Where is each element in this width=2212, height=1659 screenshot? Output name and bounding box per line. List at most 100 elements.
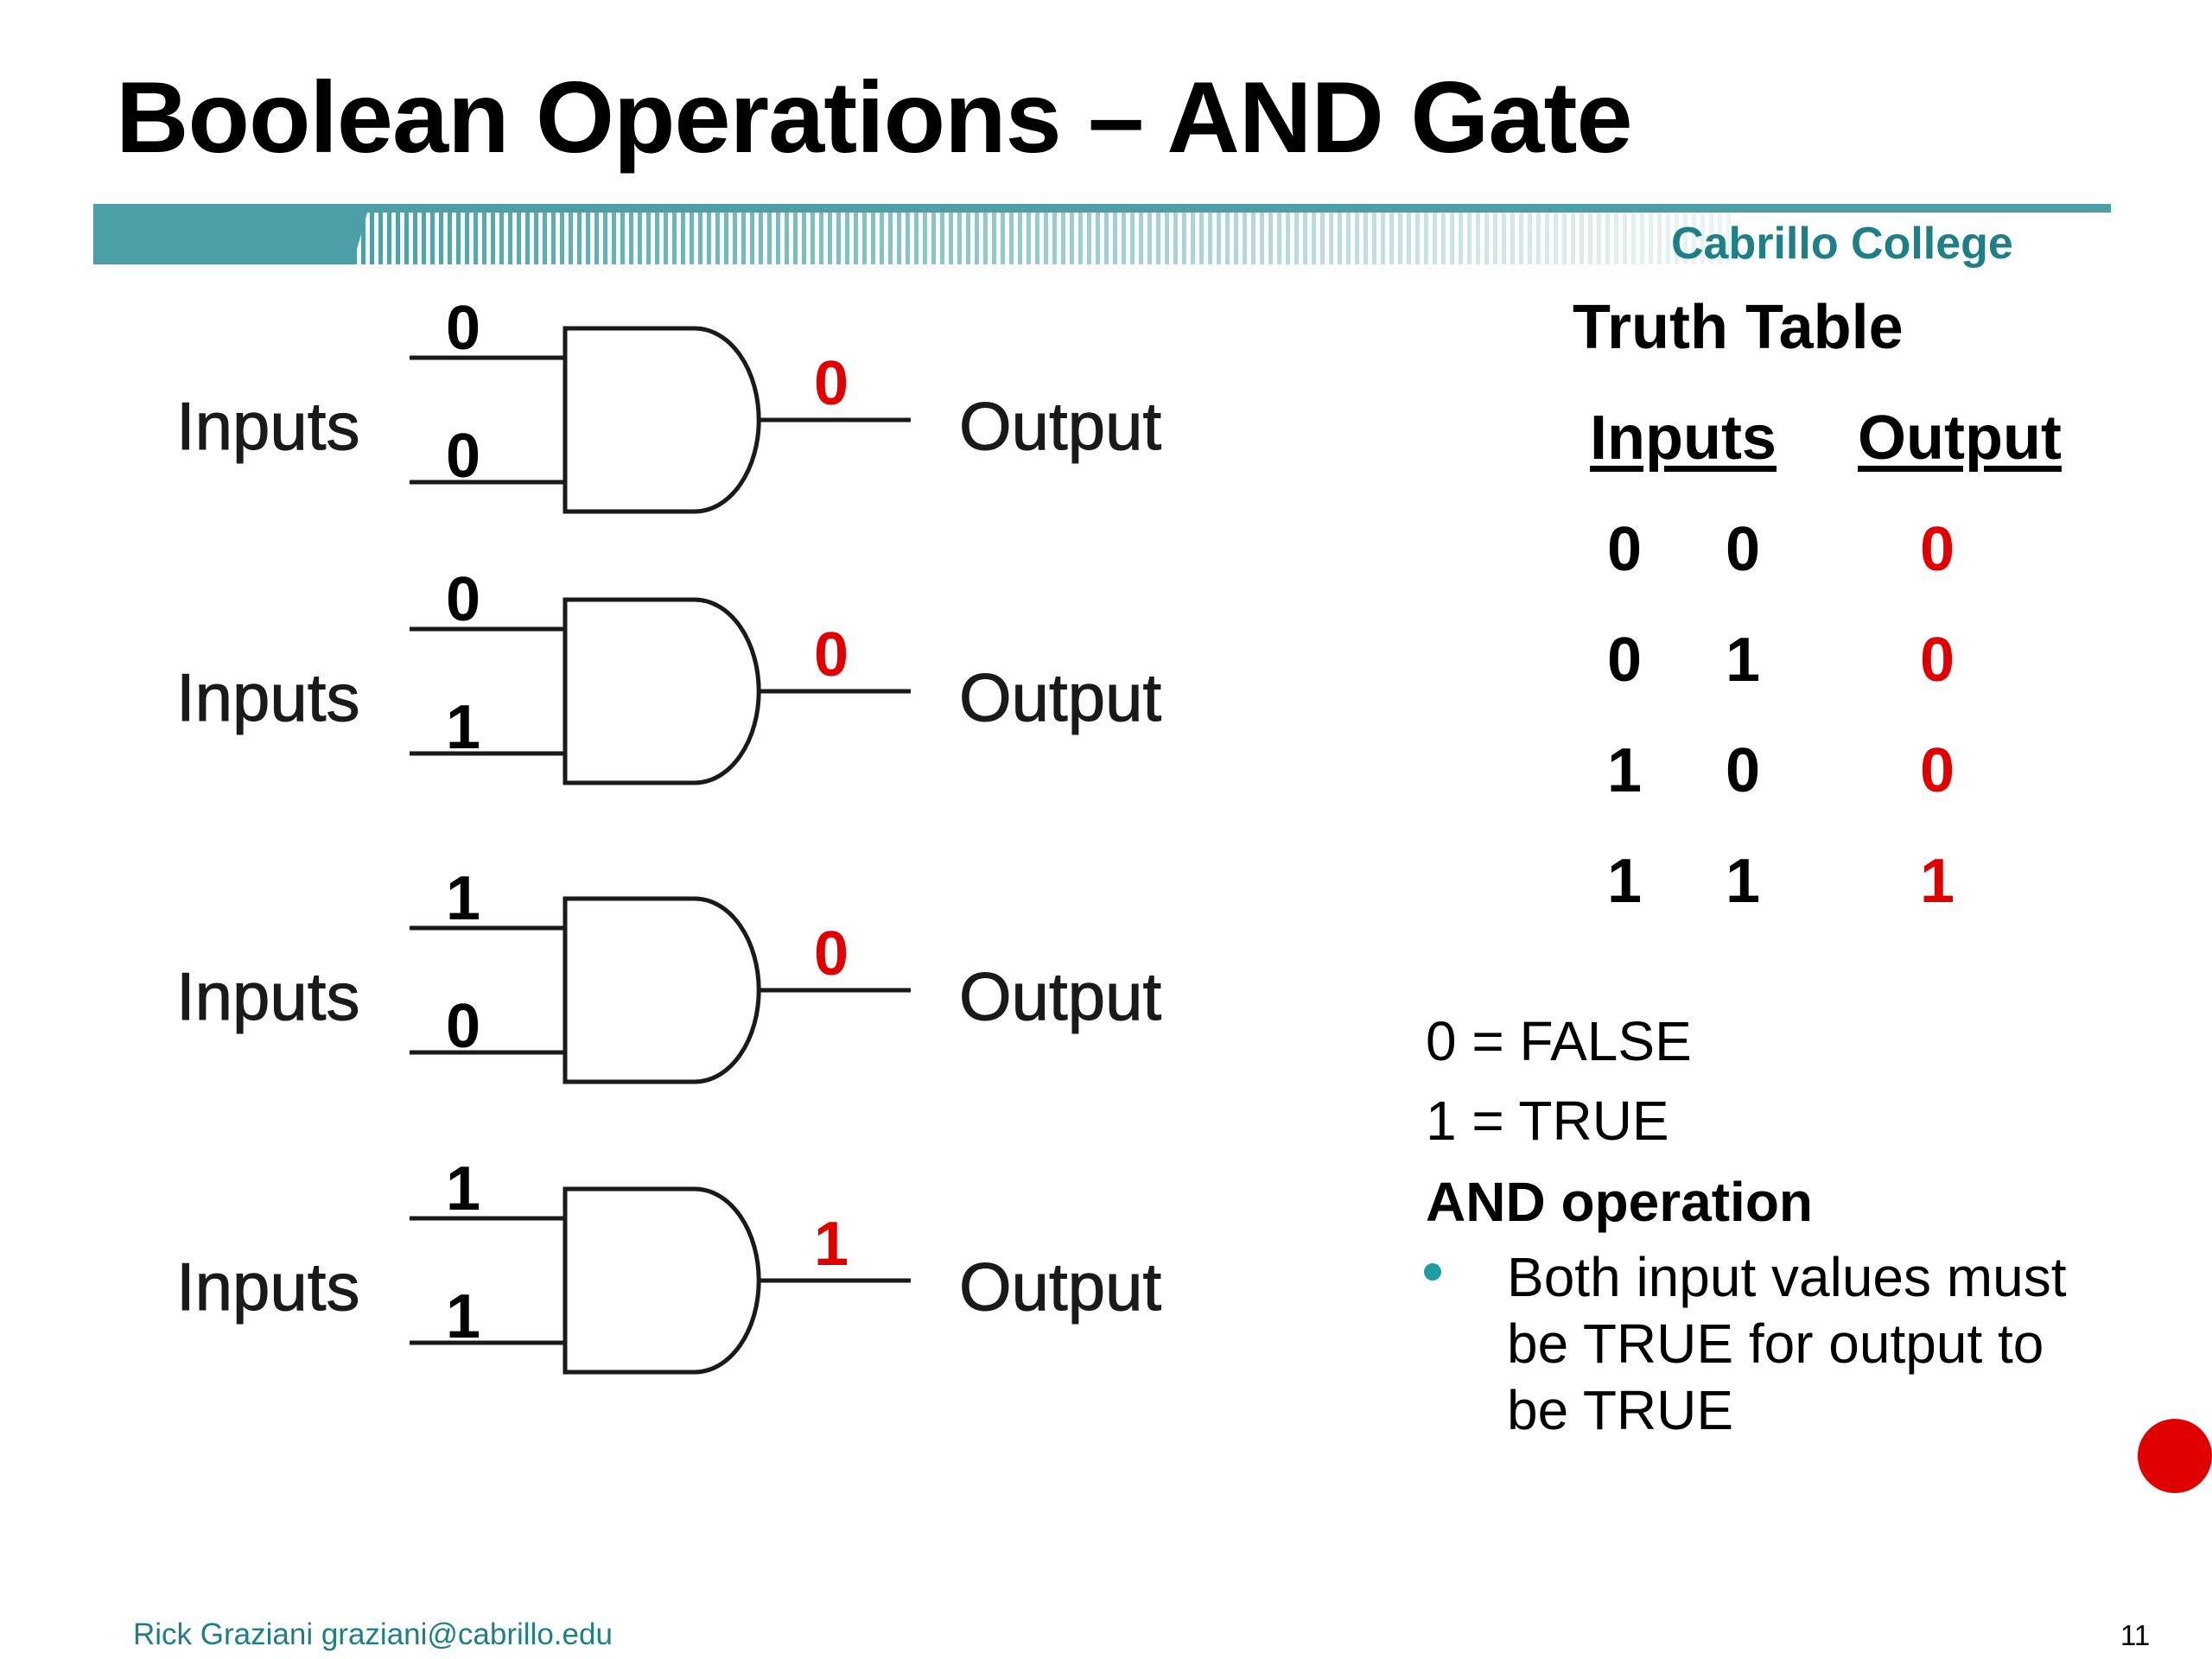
slide-title: Boolean Operations – AND Gate — [116, 60, 1633, 174]
banner-stripe — [1623, 213, 1627, 264]
banner-stripe — [1165, 213, 1169, 264]
banner-stripe — [1588, 213, 1592, 264]
banner-stripe — [1467, 213, 1471, 264]
banner-stripe — [1424, 213, 1428, 264]
banner-stripe — [1571, 213, 1575, 264]
banner-stripe — [681, 213, 685, 264]
banner-stripe — [387, 213, 391, 264]
banner-stripe — [1078, 213, 1083, 264]
banner-stripe — [1709, 213, 1713, 264]
banner-stripe — [906, 213, 910, 264]
banner-stripe — [1139, 213, 1143, 264]
banner-stripe — [1666, 213, 1670, 264]
banner-stripe — [992, 213, 996, 264]
banner-stripe — [1173, 213, 1178, 264]
banner-stripe — [888, 213, 893, 264]
banner-stripe — [1476, 213, 1480, 264]
truth-table-row-1-a: 0 — [1607, 515, 1643, 584]
banner-stripe — [724, 213, 728, 264]
banner-stripe — [1614, 213, 1618, 264]
banner-stripe — [776, 213, 780, 264]
banner-stripe — [448, 213, 452, 264]
banner-stripe — [1519, 213, 1523, 264]
banner-stripe — [1027, 213, 1031, 264]
banner-stripe — [1363, 213, 1368, 264]
banner-stripe — [1096, 213, 1100, 264]
banner-stripe — [1035, 213, 1039, 264]
gate-1-output-value: 0 — [814, 349, 849, 418]
banner-stripe — [1381, 213, 1385, 264]
banner-stripe — [474, 213, 478, 264]
and-gate-body — [563, 1186, 761, 1375]
banner-stripe — [957, 213, 962, 264]
and-gate-3 — [410, 896, 911, 1084]
gate-4-inputs-label: Inputs — [175, 1249, 360, 1325]
banner-stripe — [1372, 213, 1376, 264]
banner-stripe — [845, 213, 849, 264]
and-gate-2 — [410, 597, 911, 785]
banner-stripe — [741, 213, 746, 264]
footer-author: Rick Graziani graziani@cabrillo.edu — [133, 1618, 613, 1651]
banner-stripe — [1260, 213, 1264, 264]
banner-stripe — [1329, 213, 1333, 264]
banner-stripe — [664, 213, 668, 264]
legend-false: 0 = FALSE — [1426, 1010, 1692, 1072]
banner-stripe — [1312, 213, 1316, 264]
red-dot-icon — [2138, 1419, 2212, 1493]
banner-stripe — [378, 213, 383, 264]
banner-stripe — [1726, 213, 1731, 264]
banner-stripe — [560, 213, 564, 264]
banner-stripe — [1147, 213, 1152, 264]
banner-stripe — [1217, 213, 1221, 264]
banner-stripe — [1234, 213, 1238, 264]
gate-1-inputs-label: Inputs — [175, 388, 360, 465]
gate-3-input-a: 1 — [446, 864, 481, 933]
banner-stripe — [793, 213, 798, 264]
and-operation-bullet: Both input values must be TRUE for outpu… — [1507, 1246, 2067, 1441]
banner-stripe — [404, 213, 409, 264]
truth-table-row-1-b: 0 — [1726, 515, 1761, 584]
gate-4-input-a: 1 — [446, 1154, 481, 1224]
bullet-icon — [1424, 1263, 1441, 1281]
banner-stripe — [1208, 213, 1212, 264]
truth-table-title: Truth Table — [1573, 293, 1904, 362]
banner-stripe — [1657, 213, 1662, 264]
banner-stripe — [802, 213, 806, 264]
banner-stripe — [1675, 213, 1679, 264]
banner-stripe — [1061, 213, 1065, 264]
banner-stripe — [1303, 213, 1307, 264]
banner-stripe — [1597, 213, 1601, 264]
banner-stripe — [1346, 213, 1351, 264]
banner-stripe — [1009, 213, 1014, 264]
banner-stripe — [551, 213, 556, 264]
gate-1-output-label: Output — [958, 388, 1162, 465]
banner-stripe — [690, 213, 694, 264]
banner-stripe — [361, 213, 365, 264]
banner-stripe — [1199, 213, 1204, 264]
banner-stripe — [707, 213, 711, 264]
banner-stripe — [759, 213, 763, 264]
and-gate-body — [563, 326, 761, 514]
banner-stripe — [1070, 213, 1074, 264]
banner-stripe — [750, 213, 754, 264]
banner-stripe — [1640, 213, 1644, 264]
gate-2-input-b: 1 — [446, 693, 481, 762]
and-operation-heading: AND operation — [1426, 1171, 1813, 1233]
banner-stripe — [1087, 213, 1091, 264]
banner-stripe — [1044, 213, 1048, 264]
and-gates-diagram — [410, 326, 911, 1375]
banner-stripe — [862, 213, 867, 264]
truth-table-output-header: Output — [1858, 404, 2062, 473]
gate-4-output-label: Output — [958, 1249, 1162, 1325]
truth-table-row-3-b: 0 — [1726, 736, 1761, 805]
banner-stripe — [1277, 213, 1281, 264]
gate-4-output-value: 1 — [814, 1210, 849, 1279]
truth-table-inputs-header: Inputs — [1590, 404, 1777, 473]
banner-stripe — [1510, 213, 1515, 264]
and-gate-body — [563, 597, 761, 785]
banner-stripe — [1355, 213, 1359, 264]
banner-stripe — [413, 213, 417, 264]
banner-stripe — [1562, 213, 1567, 264]
banner-stripe — [1320, 213, 1325, 264]
banner-stripe — [672, 213, 677, 264]
